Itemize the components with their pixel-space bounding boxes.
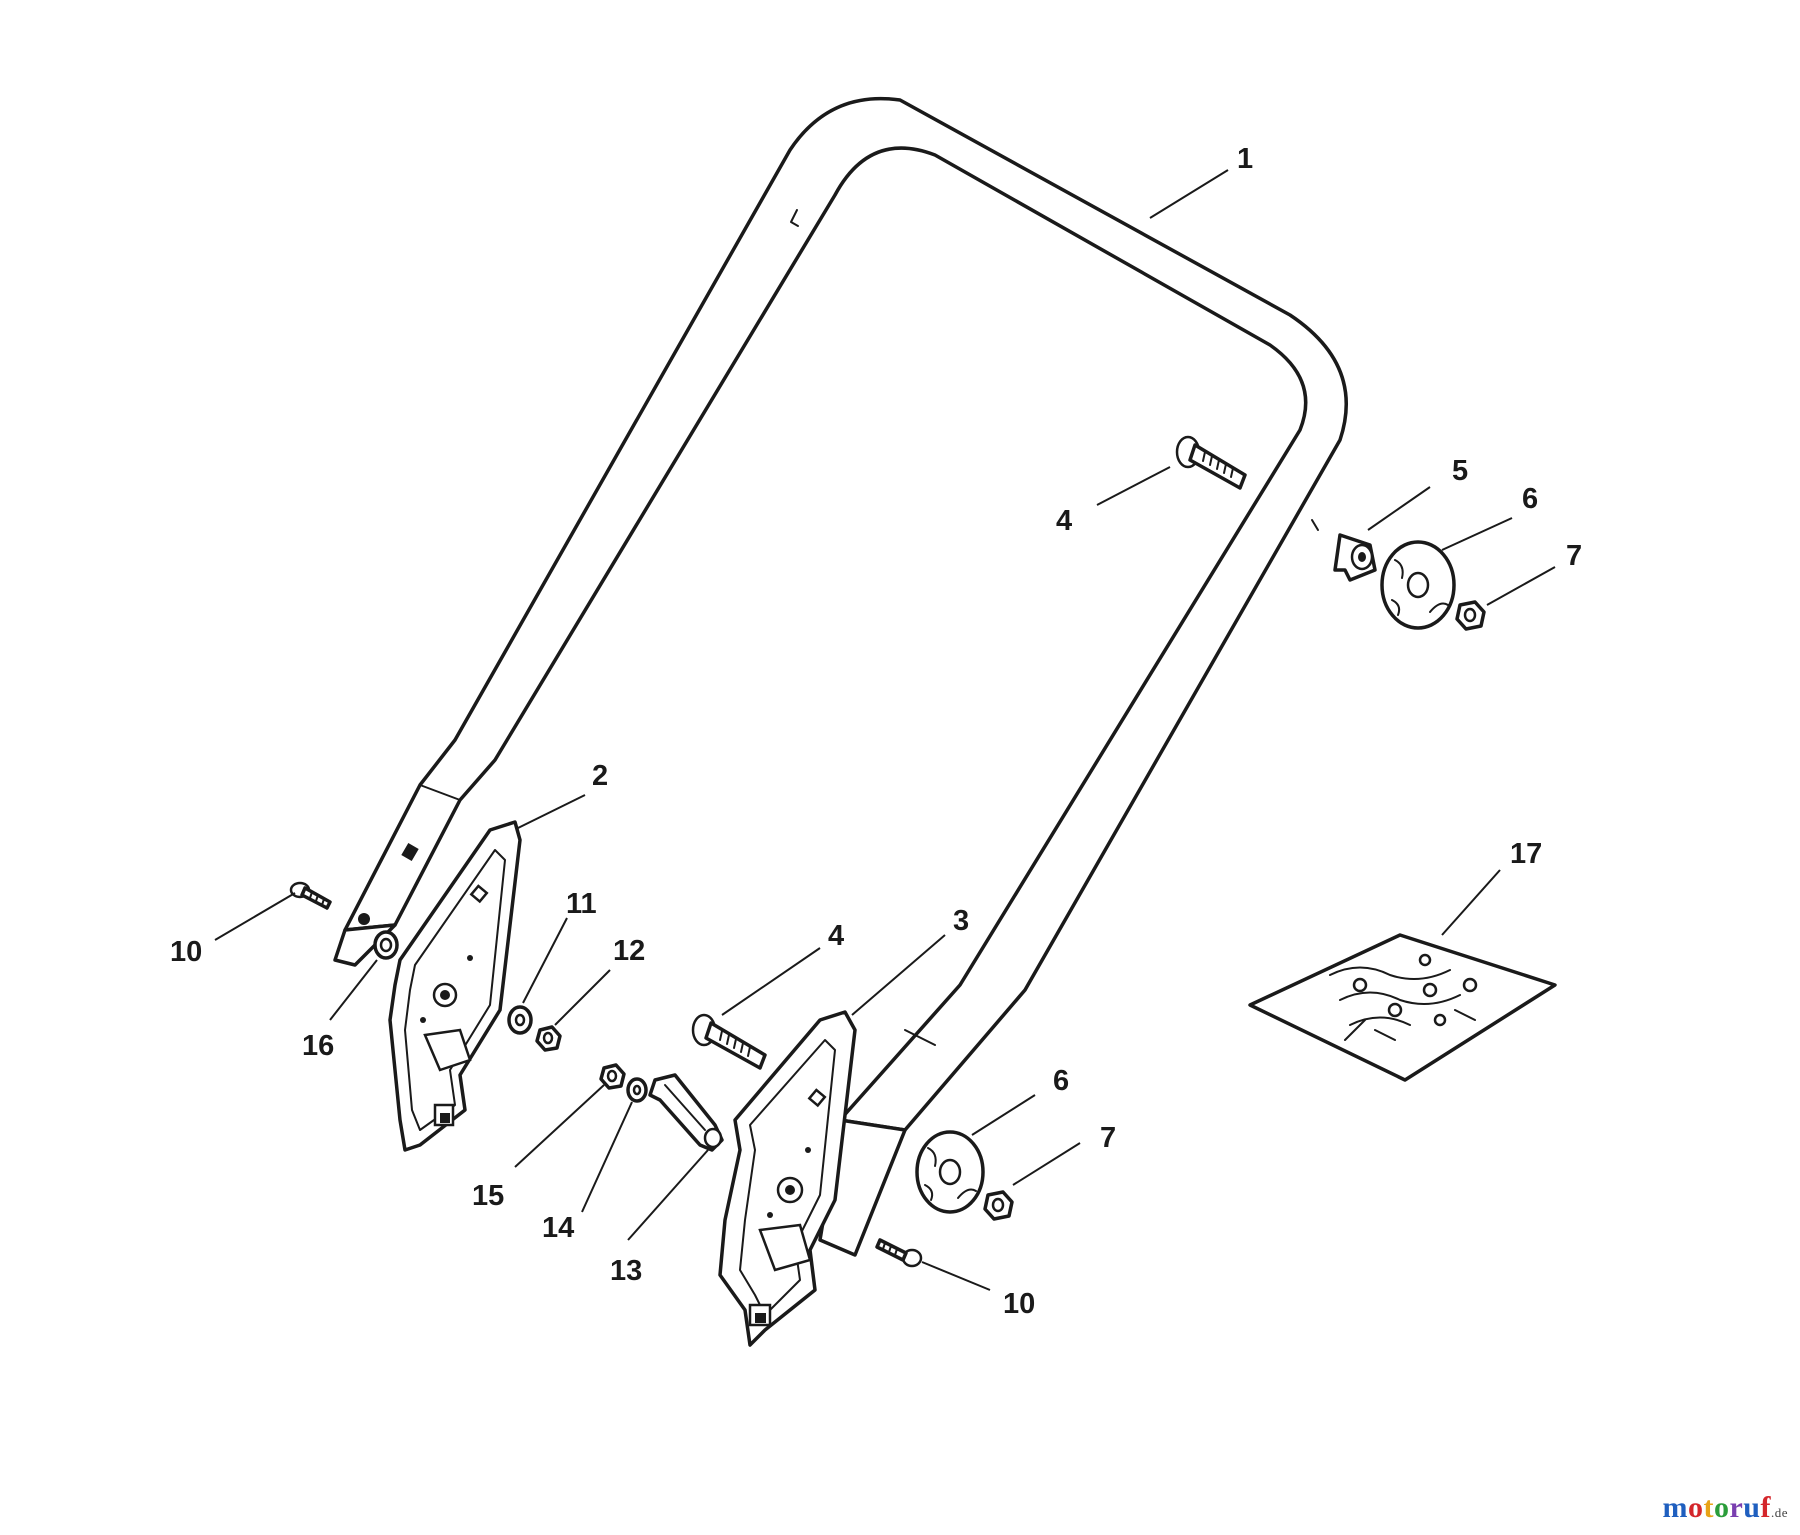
callout-6-upper: 6 (1522, 483, 1538, 515)
callout-labels: 1 2 3 4 4 5 6 6 7 7 10 10 11 12 13 14 15… (170, 143, 1582, 1320)
callout-2: 2 (592, 760, 608, 792)
callout-15: 15 (472, 1180, 504, 1212)
watermark-letter: r (1729, 1491, 1744, 1524)
nut-part-15 (599, 1063, 626, 1090)
callout-6-lower: 6 (1053, 1065, 1069, 1097)
callout-13: 13 (610, 1255, 642, 1287)
callout-7-upper: 7 (1566, 540, 1582, 572)
callout-5: 5 (1452, 455, 1468, 487)
callout-3: 3 (953, 905, 969, 937)
carriage-bolt-part-4-lower (691, 1013, 767, 1070)
watermark-suffix-text: .de (1770, 1505, 1788, 1520)
screw-part-10-right (875, 1238, 923, 1268)
callout-16: 16 (302, 1030, 334, 1062)
callout-17: 17 (1510, 838, 1542, 870)
watermark-letter: u (1743, 1491, 1761, 1524)
callout-7-lower: 7 (1100, 1122, 1116, 1154)
callout-12: 12 (613, 935, 645, 967)
washer-part-16 (373, 930, 399, 960)
watermark-brand-text: motoruf (1662, 1491, 1771, 1524)
callout-14: 14 (542, 1212, 574, 1244)
spacer-part-5 (1333, 533, 1377, 582)
lever-part-13 (648, 1073, 724, 1152)
knob-part-6-upper (1380, 540, 1456, 630)
left-bracket-plate-part-2 (388, 820, 522, 1152)
callout-11: 11 (566, 888, 597, 920)
knob-part-6-lower (915, 1130, 985, 1214)
nut-part-12 (535, 1025, 562, 1052)
brand-watermark: motoruf.de (1662, 1491, 1788, 1525)
watermark-letter: o (1687, 1491, 1704, 1524)
nut-part-7-lower (983, 1190, 1014, 1221)
callout-10-right: 10 (1003, 1288, 1035, 1320)
washer-part-14 (626, 1077, 648, 1103)
watermark-letter: o (1713, 1491, 1730, 1524)
nut-part-7-upper (1455, 600, 1486, 631)
watermark-letter: m (1662, 1491, 1688, 1524)
watermark-letter: t (1703, 1491, 1714, 1524)
screw-part-10-left (289, 881, 332, 910)
leader-lines (214, 169, 1556, 1291)
callout-4-lower: 4 (828, 920, 844, 952)
hardware-kit-part-17 (1248, 933, 1557, 1082)
callout-1: 1 (1237, 143, 1253, 175)
washer-part-11 (507, 1005, 533, 1035)
carriage-bolt-part-4-upper (1175, 435, 1247, 490)
callout-10-left: 10 (170, 936, 202, 968)
right-bracket-plate-part-3 (718, 1010, 857, 1347)
watermark-letter: f (1760, 1491, 1771, 1524)
callout-4-upper: 4 (1056, 505, 1072, 537)
